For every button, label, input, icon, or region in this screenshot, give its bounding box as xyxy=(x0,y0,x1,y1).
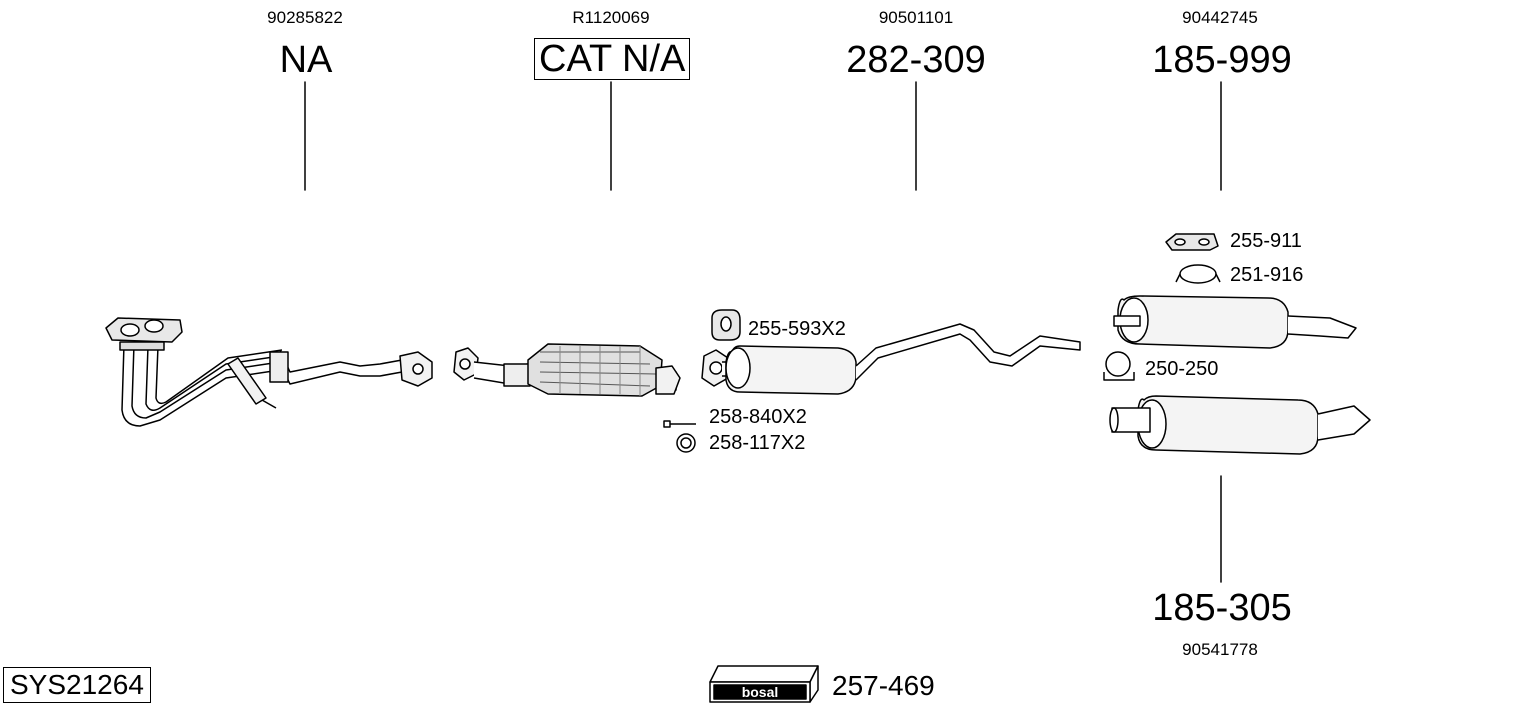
rear-silencer-drawing xyxy=(1113,295,1357,349)
part-number: 185-305 xyxy=(1152,587,1292,629)
bosal-logo-text: bosal xyxy=(742,684,779,700)
catalytic-converter-drawing xyxy=(453,343,681,397)
front-pipe-drawing xyxy=(105,317,433,427)
kit-box-icon: bosal xyxy=(709,665,819,703)
part-number-text: CAT N/A xyxy=(534,38,691,80)
part-number-boxed: CAT N/A xyxy=(534,38,691,80)
accessory-label: 255-911 xyxy=(1230,230,1302,252)
accessory-label: 250-250 xyxy=(1145,358,1219,380)
system-code-box: SYS21264 xyxy=(3,667,151,703)
accessory-label: 255-593X2 xyxy=(748,318,846,340)
middle-silencer-drawing xyxy=(701,323,1081,395)
rubber-mount-icon xyxy=(1165,233,1219,251)
part-number: 185-999 xyxy=(1152,39,1292,81)
part-oem-number: 90541778 xyxy=(1182,640,1258,659)
part-number: 282-309 xyxy=(846,39,986,81)
accessory-label: 258-117X2 xyxy=(709,432,806,454)
kit-label: 257-469 xyxy=(832,670,935,701)
part-oem-number: 90501101 xyxy=(878,8,954,27)
clamp-band-icon xyxy=(1179,264,1217,284)
accessory-label: 258-840X2 xyxy=(709,406,807,428)
part-number: NA xyxy=(279,39,333,81)
system-code: SYS21264 xyxy=(3,667,151,703)
accessory-label: 251-916 xyxy=(1230,264,1304,286)
part-oem-number: 90442745 xyxy=(1182,8,1258,27)
rear-silencer-alt-drawing xyxy=(1109,395,1371,455)
u-clamp-icon xyxy=(1105,351,1131,377)
part-oem-number: R1120069 xyxy=(572,8,650,27)
part-oem-number: 90285822 xyxy=(267,8,343,27)
